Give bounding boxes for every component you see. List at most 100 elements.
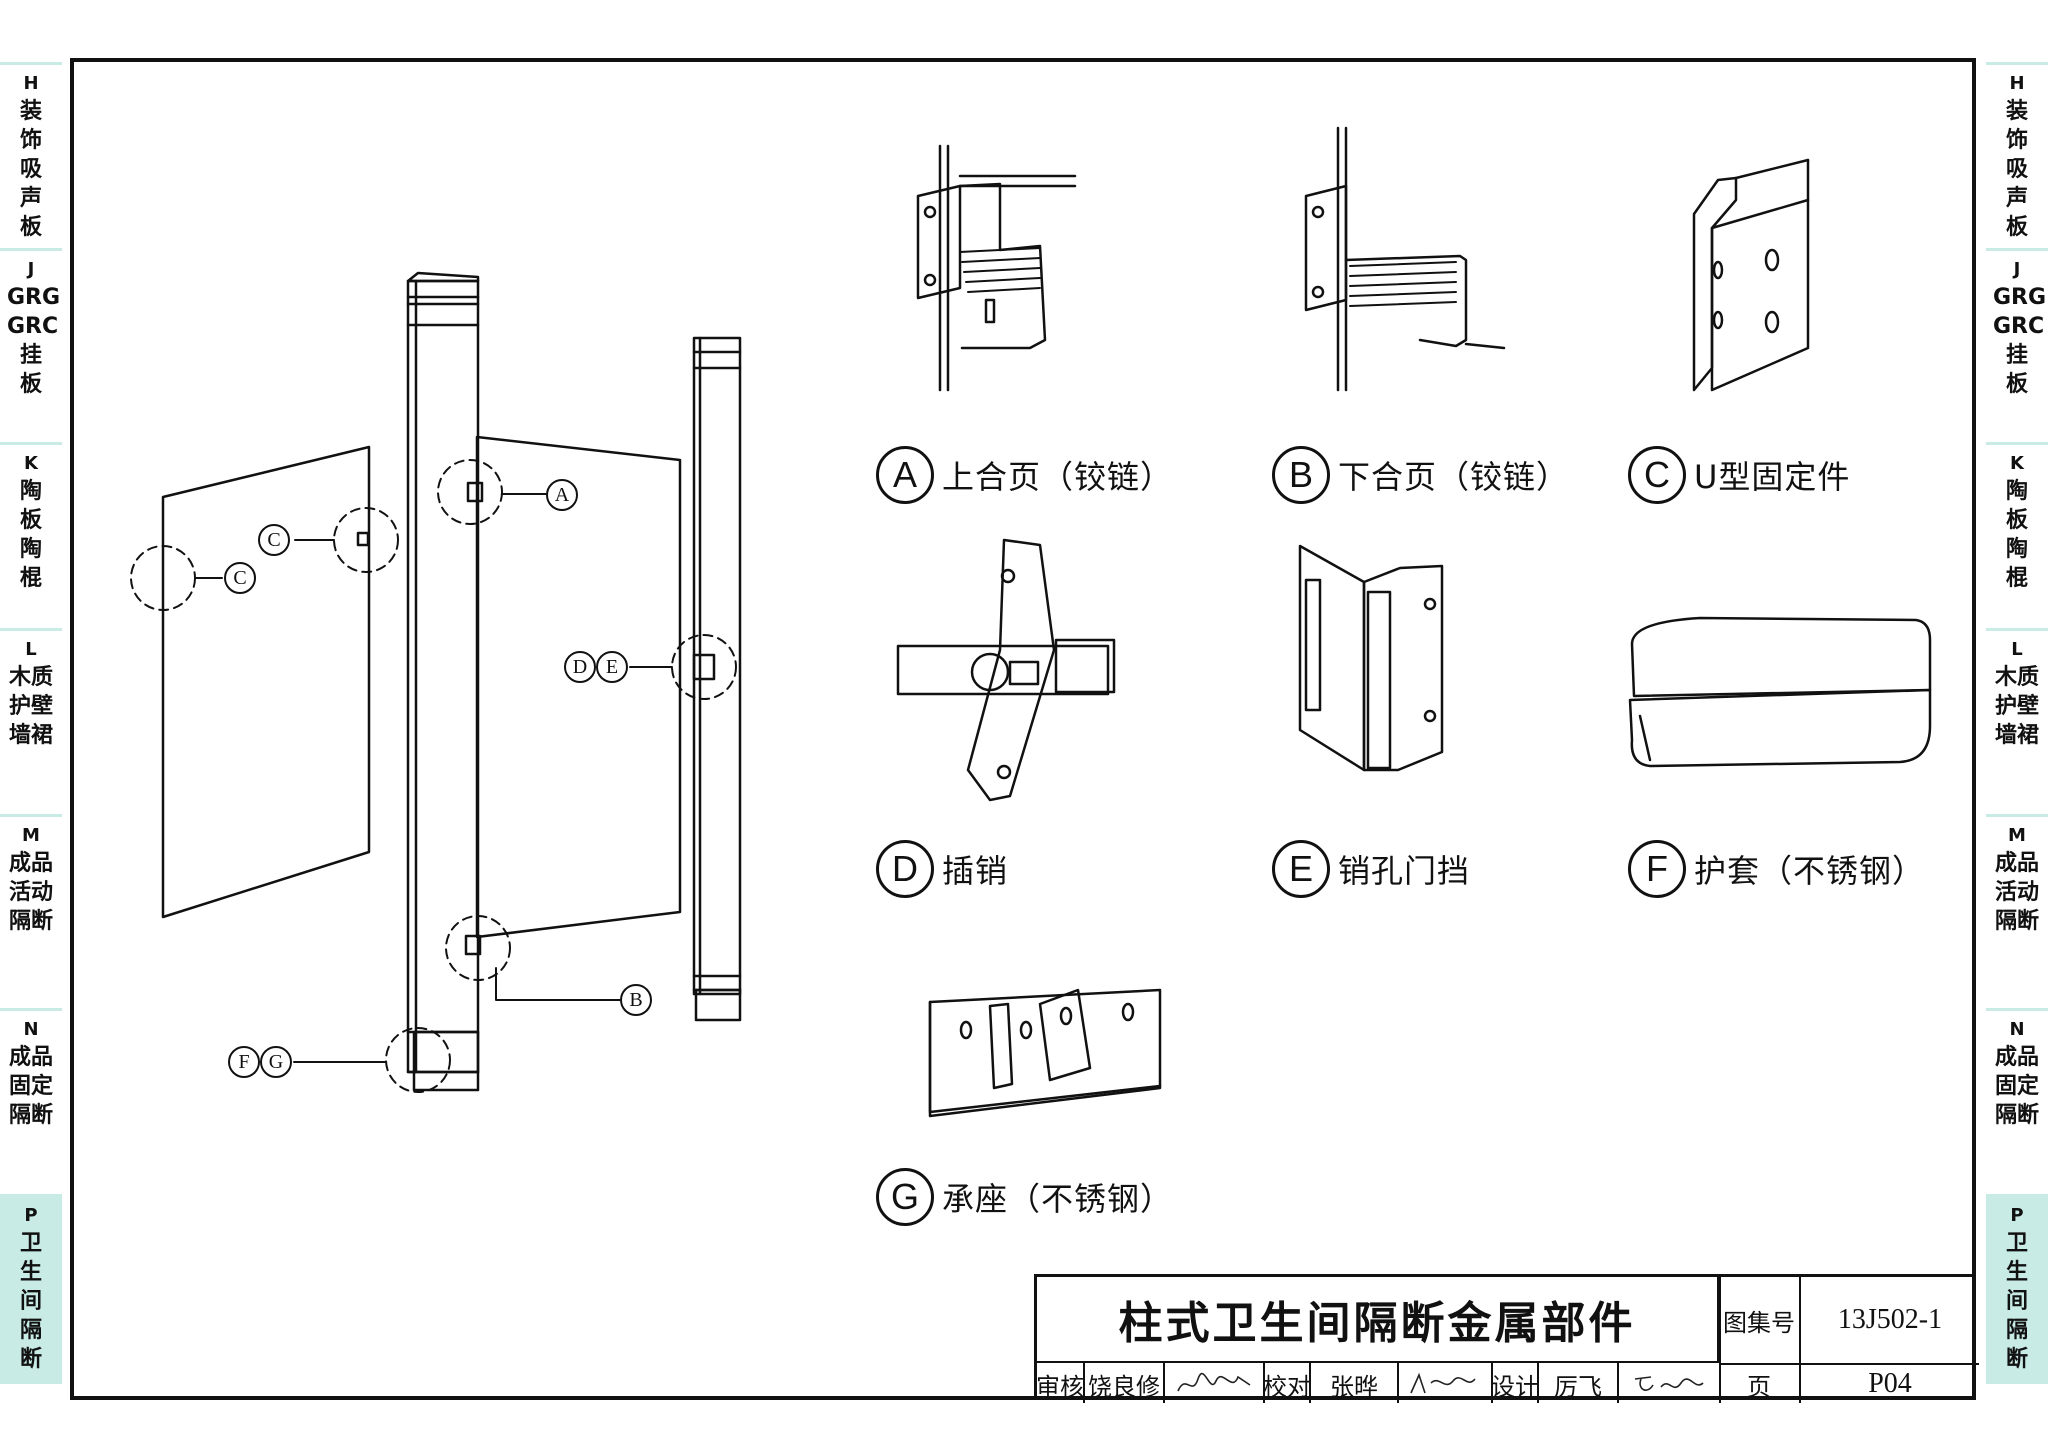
part-name-d: 插销 (942, 852, 1009, 890)
part-letter-g: G (876, 1168, 934, 1226)
atlas-number: 13J502-1 (1837, 1304, 1943, 1335)
reviewer-signature (1165, 1365, 1263, 1403)
part-e-keeper (1298, 544, 1444, 772)
part-label-g: G 承座（不锈钢） (876, 1162, 1173, 1232)
part-letter-e: E (1272, 840, 1330, 898)
callout-e-text: E (605, 655, 619, 678)
tb-divider (1083, 1363, 1085, 1403)
side-tab-code: H (23, 73, 39, 94)
side-tab-l-left[interactable]: L 木质 护壁 墙裙 (0, 628, 62, 814)
part-name-f: 护套（不锈钢） (1694, 852, 1926, 890)
side-tab-name: 成品 固定 隔断 (1994, 1045, 2039, 1128)
part-label-b: B 下合页（铰链） (1272, 440, 1569, 510)
side-tab-name: 成品 活动 隔断 (8, 851, 53, 934)
tb-divider (1397, 1363, 1399, 1403)
side-tab-name: 装 饰 吸 声 板 (2005, 99, 2028, 240)
part-label-c: C U型固定件 (1628, 440, 1850, 510)
side-tab-p-left[interactable]: P 卫 生 间 隔 断 (0, 1194, 62, 1384)
reviewer-name: 饶良修 (1088, 1372, 1160, 1401)
tb-divider (1309, 1363, 1311, 1403)
side-tab-name: 木质 护壁 墙裙 (1994, 665, 2039, 748)
checker-signature (1399, 1365, 1491, 1403)
side-tab-code: L (2011, 639, 2023, 660)
side-tab-code: H (2009, 73, 2025, 94)
tb-divider (1617, 1363, 1619, 1403)
callout-c1: C (224, 562, 256, 594)
tb-divider (1537, 1363, 1539, 1403)
part-name-b: 下合页（铰链） (1338, 458, 1570, 496)
title-block: 柱式卫生间隔断金属部件 图集号 13J502-1 页 P04 审核 饶良修 校对… (1034, 1274, 1979, 1403)
detail-circle-de (671, 634, 737, 700)
side-tab-name: 木质 护壁 墙裙 (8, 665, 53, 748)
side-tab-name: 装 饰 吸 声 板 (19, 99, 42, 240)
part-letter-a: A (876, 446, 934, 504)
side-tab-name: 成品 固定 隔断 (8, 1045, 53, 1128)
side-tab-code: L (25, 639, 37, 660)
callout-c1-text: C (233, 566, 247, 589)
side-tab-p-right[interactable]: P 卫 生 间 隔 断 (1986, 1194, 2048, 1384)
callout-g: G (260, 1046, 292, 1078)
callout-c2: C (258, 524, 290, 556)
drawing-frame (70, 58, 1976, 1400)
design-label: 设计 (1491, 1372, 1539, 1401)
side-tab-h-left[interactable]: H 装 饰 吸 声 板 (0, 62, 62, 248)
detail-circle-fg (385, 1027, 451, 1093)
assembly-view (130, 271, 742, 1093)
part-label-a: A 上合页（铰链） (876, 440, 1173, 510)
drawing-title: 柱式卫生间隔断金属部件 (1037, 1277, 1719, 1363)
part-d-latch (896, 538, 1116, 802)
designer-signature (1619, 1365, 1719, 1403)
page-label: 页 (1747, 1372, 1771, 1401)
part-name-a: 上合页（铰链） (942, 458, 1174, 496)
atlas-label: 图集号 (1723, 1308, 1795, 1337)
side-tab-m-left[interactable]: M 成品 活动 隔断 (0, 814, 62, 1008)
part-label-e: E 销孔门挡 (1272, 834, 1470, 904)
side-tab-code: P (24, 1205, 38, 1226)
part-label-f: F 护套（不锈钢） (1628, 834, 1925, 904)
tb-divider (1719, 1363, 1979, 1365)
side-tab-code: P (2010, 1205, 2024, 1226)
left-door-panel (161, 445, 371, 919)
tb-divider (1263, 1363, 1265, 1403)
side-tab-code: M (22, 825, 40, 846)
review-label: 审核 (1036, 1372, 1084, 1401)
side-tab-name: 陶 板 陶 棍 (19, 479, 42, 591)
side-tab-name: GRG GRC 挂 板 (1993, 285, 2047, 397)
side-tab-code: N (23, 1019, 39, 1040)
side-tab-code: K (2010, 453, 2024, 474)
part-letter-d: D (876, 840, 934, 898)
designer-name: 厉飞 (1554, 1372, 1602, 1401)
part-g-seat (928, 988, 1162, 1118)
side-tab-name: 卫 生 间 隔 断 (2005, 1231, 2028, 1372)
part-label-d: D 插销 (876, 834, 1008, 904)
side-tab-code: J (27, 259, 35, 280)
part-b-lower-hinge (1304, 126, 1506, 392)
side-tab-code: M (2008, 825, 2026, 846)
callout-d: D (564, 651, 596, 683)
callout-f-text: F (238, 1050, 250, 1073)
check-label: 校对 (1263, 1372, 1311, 1401)
part-c-u-fixing (1692, 158, 1810, 392)
side-tab-h-right[interactable]: H 装 饰 吸 声 板 (1986, 62, 2048, 248)
callout-d-text: D (572, 655, 588, 678)
part-name-e: 销孔门挡 (1338, 852, 1471, 890)
side-tab-n-left[interactable]: N 成品 固定 隔断 (0, 1008, 62, 1194)
part-a-upper-hinge (916, 144, 1077, 392)
second-post (692, 336, 742, 1022)
detail-circle-c2 (333, 507, 399, 573)
side-tab-l-right[interactable]: L 木质 护壁 墙裙 (1986, 628, 2048, 814)
side-tab-name: 卫 生 间 隔 断 (19, 1231, 42, 1372)
detail-circle-a (437, 459, 503, 525)
part-letter-b: B (1272, 446, 1330, 504)
callout-a-text: A (554, 483, 570, 506)
main-post (406, 271, 480, 1092)
tb-divider (1163, 1363, 1165, 1403)
tb-divider (1799, 1277, 1801, 1403)
